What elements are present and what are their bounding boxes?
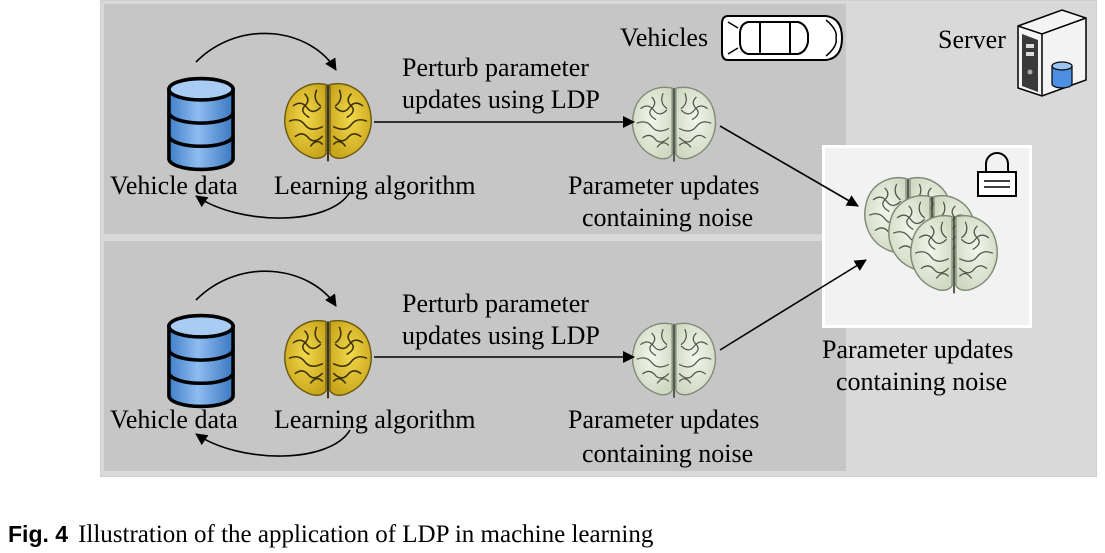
- vehicle-data-label: Vehicle data: [110, 171, 238, 200]
- updates-label-line2: containing noise: [582, 439, 754, 468]
- perturb-label-line1: Perturb parameter: [402, 289, 589, 318]
- brain-icon-learning: [283, 82, 373, 163]
- updates-label-line1: Parameter updates: [568, 405, 760, 434]
- server-label: Server: [938, 25, 1006, 54]
- brain-icon-noisy: [631, 322, 717, 399]
- lock-icon: [977, 152, 1017, 197]
- database-icon: [166, 76, 236, 172]
- aggregate-label-line2: containing noise: [836, 367, 1008, 396]
- perturb-label-line2: updates using LDP: [402, 85, 600, 114]
- brain-icon-learning: [283, 319, 373, 400]
- vehicles-label: Vehicles: [620, 23, 709, 52]
- perturb-label-line2: updates using LDP: [402, 321, 600, 350]
- loop-arrow-bottom: [195, 429, 351, 457]
- loop-arrow-top: [195, 32, 337, 71]
- database-icon: [166, 313, 236, 409]
- updates-label-line1: Parameter updates: [568, 171, 760, 200]
- learning-algorithm-label: Learning algorithm: [274, 405, 476, 434]
- perturb-label-line1: Perturb parameter: [402, 53, 589, 82]
- aggregate-label-line1: Parameter updates: [822, 335, 1014, 364]
- loop-arrow-bottom: [195, 191, 351, 219]
- figure-caption: Fig. 4 Illustration of the application of…: [8, 519, 653, 550]
- upload-arrow-bottom: [719, 259, 867, 351]
- figure-caption-text: Illustration of the application of LDP i…: [78, 521, 654, 548]
- loop-arrow-top: [195, 270, 337, 307]
- server-icon: [1017, 9, 1087, 97]
- car-icon: [721, 15, 844, 61]
- updates-label-line2: containing noise: [582, 203, 754, 232]
- upload-arrow-top: [719, 125, 859, 207]
- figure-number: Fig. 4: [8, 521, 69, 547]
- brain-icon-noisy: [631, 86, 717, 163]
- vehicle-data-label: Vehicle data: [110, 405, 238, 434]
- learning-algorithm-label: Learning algorithm: [274, 171, 476, 200]
